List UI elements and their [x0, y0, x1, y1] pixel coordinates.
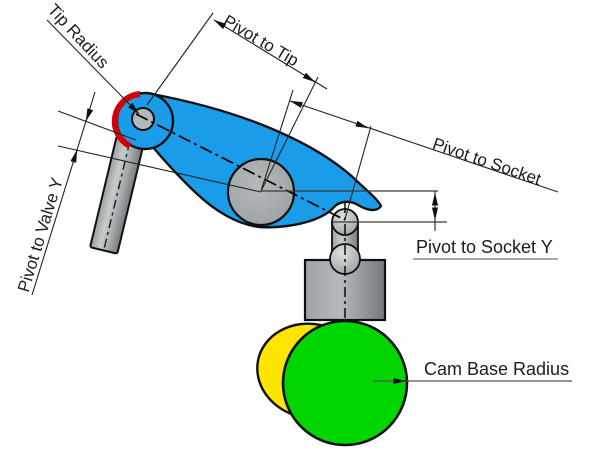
tip-radius-arc	[111, 91, 141, 149]
valve-stem-centerline	[103, 141, 131, 249]
dim-pivot-to-socket-y	[261, 190, 558, 260]
pivot-level-extension-line	[57, 145, 262, 193]
dim-pivot-to-socket	[260, 89, 559, 220]
tip-inner-circle	[131, 107, 155, 131]
tip-extension-line	[146, 12, 214, 106]
dim-pivot-to-valve-y	[31, 91, 262, 296]
rocker-centerline	[135, 113, 346, 221]
label-pivot-to-socket-y: Pivot to Socket Y	[416, 237, 553, 257]
label-cam-base-radius: Cam Base Radius	[424, 359, 570, 379]
pivot-extension-line-1	[260, 89, 294, 192]
cam-base-circle	[281, 319, 409, 447]
dim-pivot-to-tip	[146, 12, 328, 192]
valve-tip-extension-line	[57, 110, 137, 141]
valve-stem	[89, 135, 145, 255]
dim-tip-radius	[46, 19, 140, 115]
pivot-extension-line-2	[260, 76, 319, 192]
socket-extension-line	[344, 125, 372, 220]
